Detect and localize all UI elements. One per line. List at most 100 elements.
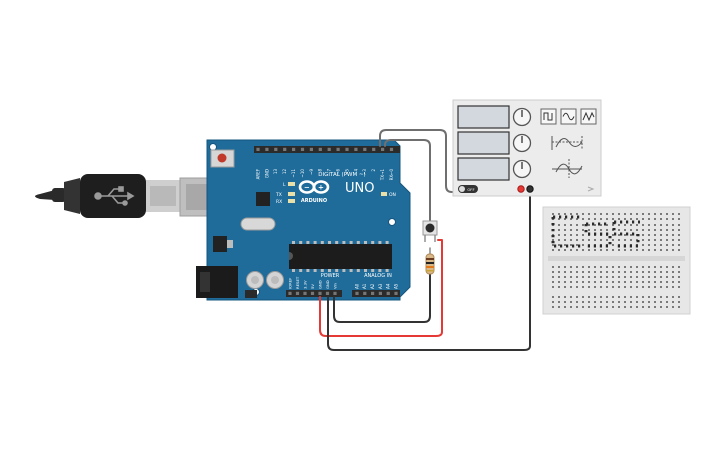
power-pin[interactable] — [303, 291, 307, 295]
scope-corner-logo — [587, 186, 595, 192]
power-pin[interactable] — [295, 291, 300, 295]
digital-pin-label: AREF — [255, 168, 260, 179]
power-pin[interactable] — [318, 291, 322, 295]
push-button[interactable] — [422, 220, 438, 242]
scope-knob-1[interactable] — [512, 107, 532, 127]
wire-gray-1[interactable] — [379, 129, 521, 193]
frequency-icon — [552, 159, 583, 178]
wires[interactable] — [319, 129, 531, 351]
led-on-label: ON — [389, 192, 396, 198]
digital-pin-label: RX←0 — [389, 169, 394, 181]
analog-pin[interactable] — [371, 291, 375, 295]
power-pin-label: 3.3V — [302, 280, 307, 289]
digital-header-label: DIGITAL (PWM ~) — [318, 172, 365, 178]
analog-pin-label: A4 — [386, 283, 391, 289]
digital-pin-label: ~3 — [362, 169, 367, 175]
power-header-label: POWER — [321, 273, 340, 279]
wire-red-5v[interactable] — [319, 239, 443, 337]
power-jack-opening — [200, 272, 210, 292]
analog-pin[interactable] — [355, 291, 359, 295]
power-pin-label: Vin — [332, 282, 337, 289]
digital-pin-label: 13 — [273, 169, 278, 175]
power-pin-label: IOREF — [287, 278, 292, 289]
push-button-cap[interactable] — [425, 223, 435, 233]
power-pin[interactable] — [310, 291, 315, 295]
scope-power-switch[interactable]: OFF — [458, 185, 478, 193]
digital-pin[interactable] — [363, 147, 367, 151]
digital-pin[interactable] — [265, 147, 269, 151]
triangle-wave-button[interactable] — [580, 108, 597, 125]
board-model: UNO — [345, 181, 374, 196]
power-pin[interactable] — [325, 291, 330, 295]
analog-pin-label: A0 — [354, 283, 359, 289]
analog-header-label: ANALOG IN — [364, 273, 392, 279]
cable-strain-relief — [52, 188, 66, 202]
digital-pin[interactable] — [345, 147, 349, 151]
usb-chip — [256, 192, 270, 206]
digital-pin-label: 4 — [353, 169, 358, 172]
digital-pin-label: 8 — [318, 169, 323, 172]
reset-button-icon[interactable] — [217, 153, 227, 163]
led-l — [288, 182, 295, 186]
digital-pin-label: 2 — [371, 169, 376, 172]
scope-knob-2[interactable] — [512, 133, 532, 153]
scope-knob-3[interactable] — [512, 159, 532, 179]
analog-pin-label: A2 — [370, 283, 375, 289]
arduino-infinity-logo-icon — [298, 180, 330, 194]
digital-pin[interactable] — [318, 147, 322, 151]
mount-hole — [388, 218, 396, 226]
sine-wave-button[interactable] — [560, 108, 577, 125]
square-wave-button[interactable] — [540, 108, 557, 125]
resistor[interactable] — [425, 253, 435, 275]
breadboard[interactable] — [542, 206, 691, 315]
power-pin[interactable] — [288, 291, 292, 295]
analog-pin-label: A1 — [362, 283, 367, 289]
led-rx-label: RX — [276, 199, 282, 205]
digital-pin[interactable] — [381, 147, 385, 151]
digital-pin[interactable] — [274, 147, 278, 151]
digital-pin[interactable] — [283, 147, 287, 151]
led-l-label: L — [283, 182, 286, 188]
digital-pin[interactable] — [336, 147, 340, 151]
power-pin[interactable] — [333, 291, 337, 295]
oscilloscope[interactable]: OFF — [452, 99, 602, 197]
digital-pin-label: 7 — [327, 169, 332, 172]
bottom-header-pins[interactable] — [288, 291, 398, 295]
analog-pin[interactable] — [394, 291, 398, 295]
scope-probe-negative[interactable] — [526, 185, 534, 193]
digital-pin[interactable] — [309, 147, 313, 151]
digital-pin[interactable] — [256, 147, 260, 151]
breadboard-pattern — [551, 215, 640, 248]
analog-pin-label: A3 — [378, 283, 383, 289]
wire-gray-2[interactable] — [384, 139, 431, 225]
digital-pin[interactable] — [354, 147, 358, 151]
cable-collar — [64, 178, 80, 214]
digital-pin[interactable] — [327, 147, 331, 151]
analog-pin[interactable] — [363, 291, 367, 295]
digital-pin[interactable] — [389, 147, 394, 151]
digital-pin[interactable] — [372, 147, 376, 151]
scope-probe-positive[interactable] — [517, 185, 525, 193]
usb-cable[interactable] — [35, 174, 229, 218]
digital-pin[interactable] — [292, 147, 296, 151]
digital-header-pins[interactable] — [256, 147, 394, 151]
wire-black-ground[interactable] — [333, 273, 431, 323]
led-tx-label: TX — [275, 192, 282, 198]
chip-notch — [289, 252, 293, 260]
scope-display-1 — [457, 105, 510, 129]
digital-pin-label: ~5 — [344, 169, 349, 175]
digital-pin-label: GND — [264, 169, 269, 178]
logo-minus: − — [304, 184, 310, 192]
digital-pin[interactable] — [300, 147, 305, 151]
atmega-chip — [289, 244, 392, 269]
wire-black-scope[interactable] — [327, 191, 531, 351]
usb-plug-icon — [94, 186, 135, 206]
analog-pin-label: A5 — [393, 283, 398, 289]
analog-pin[interactable] — [386, 291, 390, 295]
logo-plus: + — [318, 184, 324, 192]
analog-pin[interactable] — [378, 291, 382, 295]
power-pin-label: 5V — [310, 284, 315, 289]
